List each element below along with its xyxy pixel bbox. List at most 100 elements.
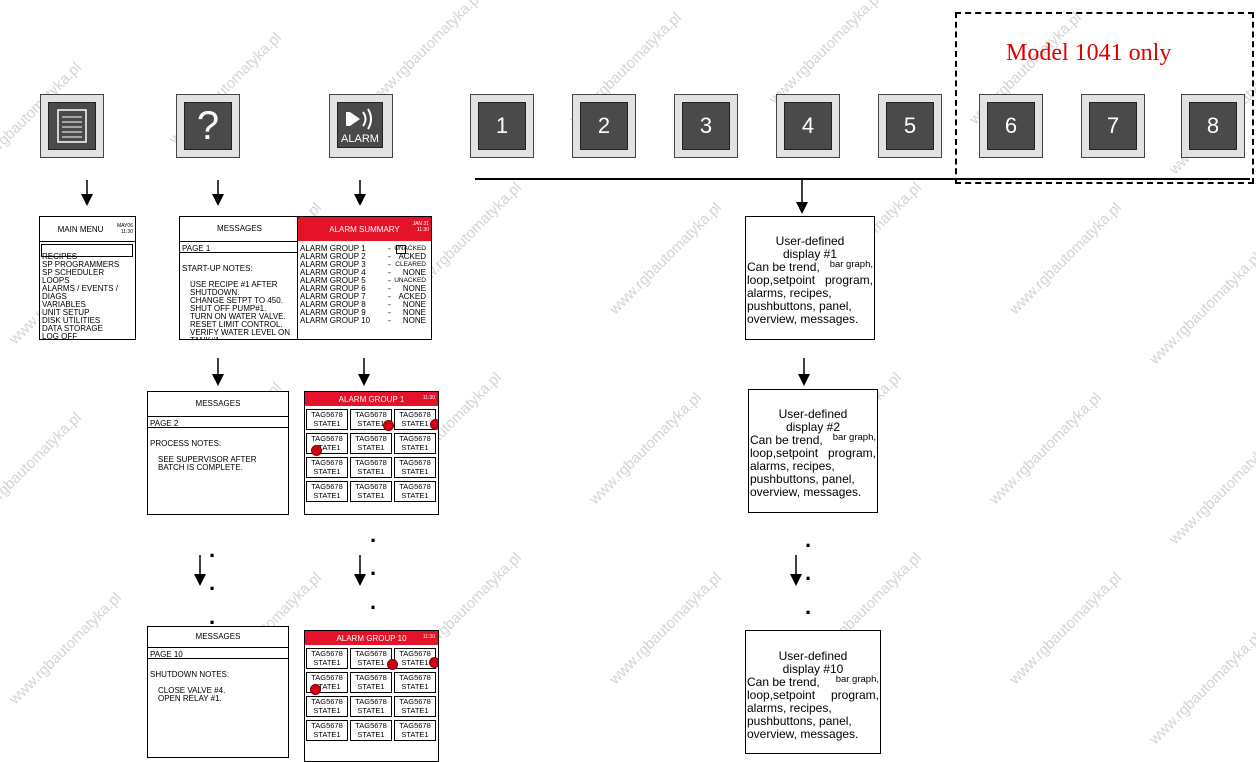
watermark-text: www.rgbautomatyka.pl bbox=[0, 409, 85, 528]
number-key-5[interactable]: 5 bbox=[878, 94, 942, 158]
tag-state: STATE1 bbox=[401, 419, 429, 428]
number-key-6[interactable]: 6 bbox=[979, 94, 1043, 158]
number-key-8[interactable]: 8 bbox=[1181, 94, 1245, 158]
number-key-2[interactable]: 2 bbox=[572, 94, 636, 158]
display-desc-line: alarms, recipes, bbox=[747, 701, 832, 715]
desc-text: program, bbox=[830, 688, 879, 702]
alarm-dash: - bbox=[388, 308, 391, 317]
alarm-summary-row[interactable]: ALARM GROUP 8-NONE bbox=[300, 301, 428, 309]
alarm-group-title: ALARM GROUP 1 bbox=[338, 395, 405, 404]
menu-item[interactable]: LOG OFF bbox=[42, 332, 78, 340]
display-title: User-defined bbox=[775, 234, 845, 248]
alarm-indicator-dot bbox=[310, 684, 321, 695]
number-key-1[interactable]: 1 bbox=[470, 94, 534, 158]
number-key-4[interactable]: 4 bbox=[776, 94, 840, 158]
tag-state: STATE1 bbox=[401, 682, 429, 691]
number-key-label: 4 bbox=[784, 102, 832, 150]
alarm-summary-row[interactable]: ALARM GROUP 1-UNACKED bbox=[300, 245, 428, 253]
desc-text: loop,setpoint bbox=[750, 446, 819, 460]
help-key[interactable]: ? bbox=[176, 94, 240, 158]
menu-selection bbox=[41, 244, 133, 257]
menu-item[interactable]: DATA STORAGE bbox=[42, 324, 103, 333]
display-subtitle: display #1 bbox=[782, 247, 838, 261]
menu-item[interactable]: VARIABLES bbox=[42, 300, 86, 309]
display-desc-line: pushbuttons, panel, bbox=[750, 472, 855, 486]
alarm-summary-row[interactable]: ALARM GROUP 4-NONE bbox=[300, 269, 428, 277]
ellipsis-dot: . bbox=[370, 589, 377, 614]
alarm-indicator-dot bbox=[311, 445, 322, 456]
alarm-group-name: ALARM GROUP 2 bbox=[300, 252, 366, 261]
tag-state: STATE1 bbox=[357, 467, 385, 476]
menu-item[interactable]: UNIT SETUP bbox=[42, 308, 90, 317]
alarm-dash: - bbox=[388, 252, 391, 261]
alarm-summary-row[interactable]: ALARM GROUP 10-NONE bbox=[300, 317, 428, 325]
message-line: SHUT OFF PUMP#1. bbox=[190, 304, 267, 313]
number-key-label: 5 bbox=[886, 102, 934, 150]
menu-key[interactable] bbox=[40, 94, 104, 158]
menu-item[interactable]: SP PROGRAMMERS bbox=[42, 260, 120, 269]
watermark-text: www.rgbautomatyka.pl bbox=[1146, 249, 1256, 368]
alarm-summary-row[interactable]: ALARM GROUP 7-ACKED bbox=[300, 293, 428, 301]
alarm-key[interactable]: ALARM bbox=[329, 94, 393, 158]
tag-name: TAG5678 bbox=[355, 721, 387, 730]
display-title: User-defined bbox=[778, 649, 848, 663]
menu-item[interactable]: SP SCHEDULER bbox=[42, 268, 105, 277]
tag-state: STATE1 bbox=[313, 658, 341, 667]
ellipsis-dot: . bbox=[209, 604, 216, 629]
menu-item[interactable]: RECIPES bbox=[42, 252, 78, 261]
desc-text: Can be trend, bbox=[747, 260, 820, 274]
tag-name: TAG5678 bbox=[311, 721, 343, 730]
tag-state: STATE1 bbox=[401, 467, 429, 476]
alarm-summary-title: ALARM SUMMARY bbox=[329, 225, 400, 234]
message-line: SEE SUPERVISOR AFTER bbox=[158, 455, 257, 464]
alarm-summary-row[interactable]: ALARM GROUP 5-UNACKED bbox=[300, 277, 428, 285]
page-label: PAGE 2 bbox=[150, 419, 179, 428]
menu-item[interactable]: ALARMS / EVENTS / DIAGS bbox=[42, 284, 119, 301]
tag-name: TAG5678 bbox=[311, 649, 343, 658]
message-line: RESET LIMIT CONTROL. bbox=[190, 320, 283, 329]
tag-state: STATE1 bbox=[357, 730, 385, 739]
tag-state: STATE1 bbox=[357, 443, 385, 452]
tag-name: TAG5678 bbox=[355, 482, 387, 491]
tag-state: STATE1 bbox=[313, 467, 341, 476]
alarm-summary-row[interactable]: ALARM GROUP 2-ACKED bbox=[300, 253, 428, 261]
alarm-group-status: NONE bbox=[402, 300, 426, 309]
display-desc-line: alarms, recipes, bbox=[747, 286, 832, 300]
alarm-summary-row[interactable]: ALARM GROUP 6-NONE bbox=[300, 285, 428, 293]
number-key-7[interactable]: 7 bbox=[1081, 94, 1145, 158]
tag-state: STATE1 bbox=[357, 658, 385, 667]
alarm-summary-row[interactable]: ALARM GROUP 9-NONE bbox=[300, 309, 428, 317]
tag-name: TAG5678 bbox=[355, 697, 387, 706]
number-key-3[interactable]: 3 bbox=[674, 94, 738, 158]
tag-state: STATE1 bbox=[357, 706, 385, 715]
notes-heading: SHUTDOWN NOTES: bbox=[150, 670, 230, 679]
menu-item[interactable]: DISK UTILITIES bbox=[42, 316, 101, 325]
alarm-summary-row[interactable]: ALARM GROUP 3-CLEARED bbox=[300, 261, 428, 269]
alarm-dash: - bbox=[388, 268, 391, 277]
watermark-text: www.rgbautomatyka.pl bbox=[366, 0, 485, 108]
menu-item[interactable]: LOOPS bbox=[42, 276, 70, 285]
alarm-indicator-dot bbox=[429, 657, 438, 668]
